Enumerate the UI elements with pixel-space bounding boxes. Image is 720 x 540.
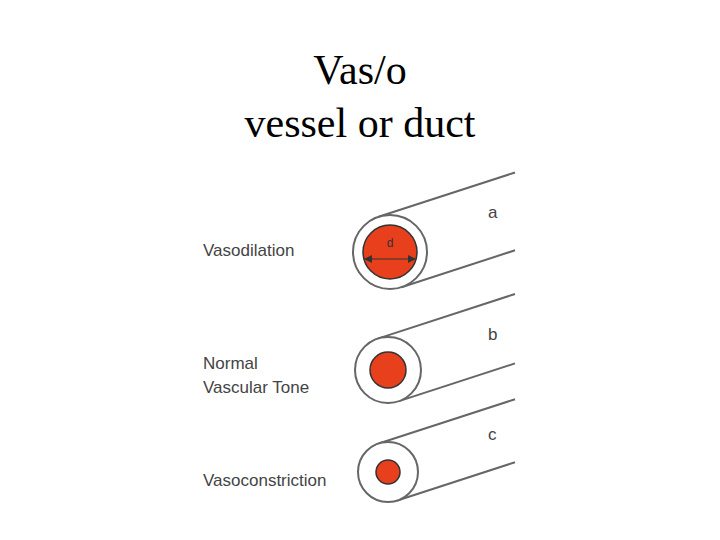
state-label: Vasodilation (203, 241, 294, 261)
constricted-vessel (358, 399, 515, 502)
subtitle: vessel or duct (245, 99, 476, 147)
diameter-label: d (387, 237, 394, 251)
dilated-vessel (353, 173, 515, 290)
callout-letter: b (488, 325, 497, 345)
state-label: Normal Vascular Tone (203, 352, 325, 400)
callout-letter: c (488, 425, 497, 445)
state-label: Vasoconstriction (203, 471, 326, 491)
callout-letter: a (488, 203, 497, 223)
normal-vessel (355, 294, 515, 403)
title: Vas/o (313, 46, 406, 94)
